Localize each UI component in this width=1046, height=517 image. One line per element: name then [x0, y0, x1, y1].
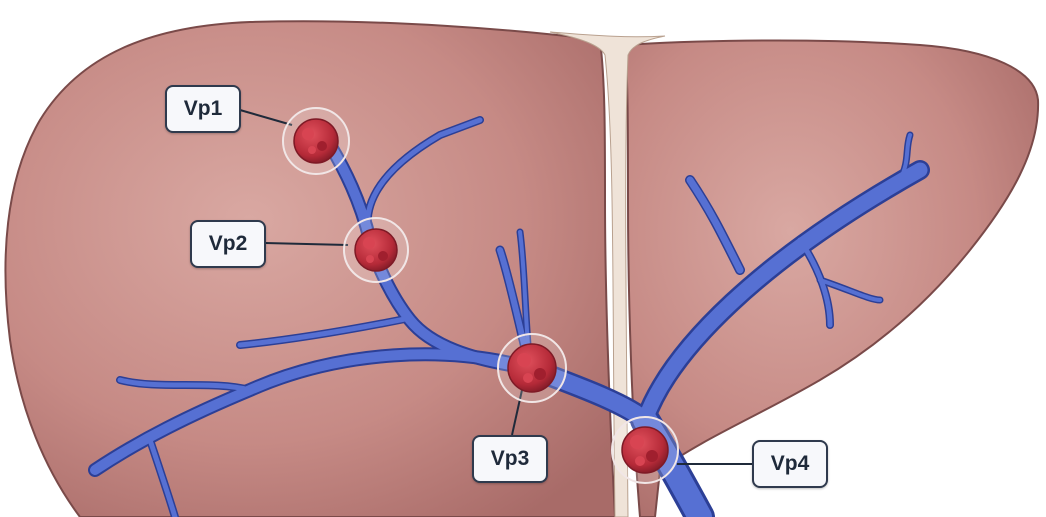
label-vp1-text: Vp1 [183, 97, 223, 120]
tumor-thrombus-vp1 [282, 107, 350, 175]
liver-right-lobe [623, 39, 1040, 517]
label-vp4: Vp4 [752, 440, 828, 488]
tumor-thrombus-vp4 [611, 416, 679, 484]
label-vp2: Vp2 [190, 220, 266, 268]
label-vp3-text: Vp3 [490, 447, 530, 470]
label-vp4-text: Vp4 [770, 452, 810, 475]
label-vp3: Vp3 [472, 435, 548, 483]
leader-line-vp1 [239, 109, 293, 126]
leader-line-vp3 [511, 389, 523, 436]
tumor-thrombus-vp2 [343, 217, 409, 283]
label-vp1: Vp1 [165, 85, 241, 133]
leader-line-vp2 [264, 242, 349, 246]
liver-left-lobe [4, 20, 617, 517]
tumor-thrombus-vp3 [497, 333, 567, 403]
label-vp2-text: Vp2 [208, 232, 248, 255]
falciform-ligament [549, 31, 666, 517]
leader-lines [239, 109, 752, 465]
